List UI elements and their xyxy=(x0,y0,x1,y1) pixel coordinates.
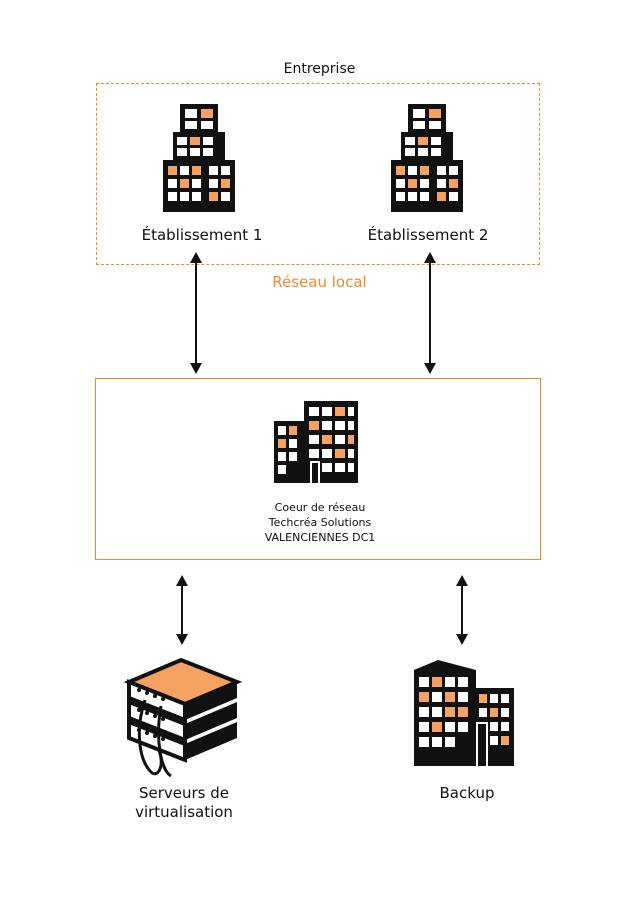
site-1-label: Établissement 1 xyxy=(141,226,263,244)
bidirectional-arrow-icon xyxy=(456,575,468,645)
backup-label: Backup xyxy=(439,784,495,802)
network-label: Réseau local xyxy=(272,273,367,291)
enterprise-title: Entreprise xyxy=(283,61,356,77)
enterprise-zone-box xyxy=(96,83,540,265)
server-stack-icon xyxy=(123,657,243,778)
backup-building-icon xyxy=(414,660,514,766)
core-label-line-2: Techcréa Solutions xyxy=(268,516,372,529)
servers-label-line-1: Serveurs de xyxy=(138,784,230,802)
bidirectional-arrow-icon xyxy=(176,575,188,645)
bidirectional-arrow-icon xyxy=(190,252,202,374)
office-tower-icon xyxy=(391,104,463,212)
core-network-box xyxy=(95,378,541,560)
servers-label-line-2: virtualisation xyxy=(135,803,233,821)
core-label-line-1: Coeur de réseau xyxy=(274,501,366,514)
core-label-line-3: VALENCIENNES DC1 xyxy=(264,531,376,544)
bidirectional-arrow-icon xyxy=(424,252,436,374)
site-2-label: Établissement 2 xyxy=(367,226,489,244)
datacenter-building-icon xyxy=(274,401,358,483)
office-tower-icon xyxy=(163,104,235,212)
